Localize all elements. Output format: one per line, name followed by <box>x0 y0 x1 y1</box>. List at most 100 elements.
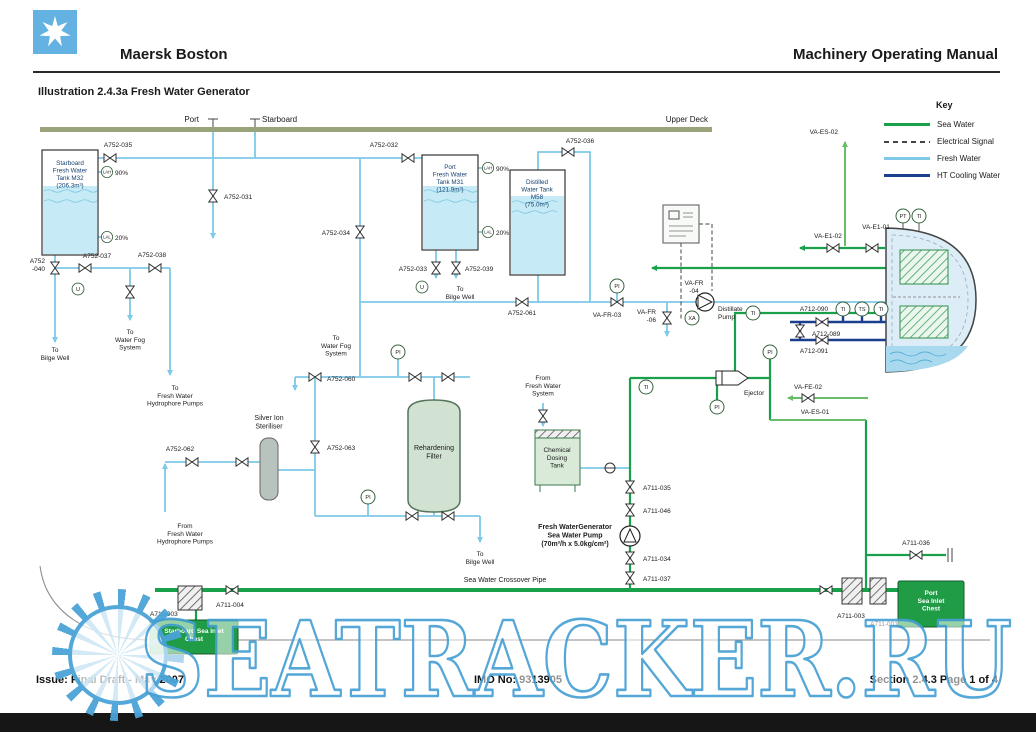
svg-text:U: U <box>76 287 80 293</box>
valve-a752-039 <box>451 261 461 275</box>
svg-text:TI: TI <box>879 307 884 313</box>
key-item-electrical: Electrical Signal <box>884 133 1000 150</box>
fwg-condenser-plates <box>899 249 949 285</box>
svg-text:LAH: LAH <box>103 170 111 175</box>
label-va-es-01: VA-ES-01 <box>801 409 830 416</box>
fresh-water-pipes <box>52 132 885 543</box>
instrument-pi: PI <box>709 399 725 415</box>
maersk-star-icon <box>39 16 71 47</box>
label-a712-089: A712-089 <box>812 331 841 338</box>
label-a711-034: A711-034 <box>643 556 671 563</box>
svg-text:LAL: LAL <box>484 230 492 235</box>
instrument-pi: PI <box>360 489 376 505</box>
valve-a711-046 <box>625 503 635 517</box>
svg-text:PI: PI <box>714 405 720 411</box>
valve-filter-inlet <box>408 372 422 382</box>
header-rule <box>33 71 1000 73</box>
label-a752-062: A752-062 <box>166 446 195 453</box>
valve-dosing-inlet <box>538 409 548 423</box>
manual-title: Machinery Operating Manual <box>792 46 998 63</box>
label-a711-003-stbd: A711-003 <box>150 611 178 618</box>
instrument-ti: TI <box>835 301 851 317</box>
valve-a711-037 <box>625 571 635 585</box>
starboard-label: Starboard <box>262 115 297 124</box>
bottom-bar <box>0 713 1036 732</box>
label-a752-031: A752-031 <box>224 194 253 201</box>
label-va-fr-03: VA-FR-03 <box>593 312 622 319</box>
svg-text:LAL: LAL <box>103 235 111 240</box>
instruments: PI PI PI PI PI TI TI TI TI TS PT TI XA U… <box>71 161 927 505</box>
label-va-fr-04: VA-FR-04 <box>684 280 703 295</box>
footer-imo: IMO No: 9313905 <box>473 674 563 686</box>
valve-a752-033 <box>431 261 441 275</box>
strainer-icon <box>869 577 887 605</box>
label-va-fr-06: VA-FR-06 <box>637 309 656 324</box>
sea-strainers <box>177 548 953 611</box>
valve-va-fe-02 <box>801 393 815 403</box>
label-90pct-stbd: 90% <box>115 170 128 177</box>
label-a712-090: A712-090 <box>800 306 829 313</box>
valve-a752-038 <box>148 263 162 273</box>
instrument-pi: PI <box>762 344 778 360</box>
control-panel <box>662 204 700 244</box>
label-a711-046: A711-046 <box>643 508 671 515</box>
label-va-e1-02: VA-E1-02 <box>814 233 842 240</box>
label-a711-001: A711-001 <box>870 621 898 628</box>
electrical-line-swatch <box>884 140 930 143</box>
instrument-lal: LAL <box>481 225 495 239</box>
key-item-ht-cooling: HT Cooling Water <box>884 167 1000 184</box>
svg-text:TI: TI <box>841 307 846 313</box>
strainer-icon <box>177 585 203 611</box>
label-a752-063: A752-063 <box>327 445 356 452</box>
svg-text:TI: TI <box>917 214 922 220</box>
label-a752-039: A752-039 <box>465 266 494 273</box>
sea-water-light-pipes <box>770 141 868 421</box>
svg-text:U: U <box>420 285 424 291</box>
label-a752-060: A752-060 <box>327 376 356 383</box>
label-a711-035: A711-035 <box>643 485 671 492</box>
instrument-ti: TI <box>745 305 761 321</box>
key-item-fresh-water: Fresh Water <box>884 150 1000 167</box>
label-va-e1-01: VA-E1-01 <box>862 224 890 231</box>
valve-filter-outlet-a <box>405 511 419 521</box>
ship-name: Maersk Boston <box>120 46 228 63</box>
valve-a752-062b <box>235 457 249 467</box>
label-20pct-port: 20% <box>496 230 509 237</box>
valve-va-e1-01 <box>865 243 879 253</box>
instrument-lah: LAH <box>101 165 113 179</box>
valve-a752-037 <box>78 263 92 273</box>
svg-text:PI: PI <box>395 350 401 356</box>
valve-fog-line <box>125 285 135 299</box>
valve-a752-036 <box>561 147 575 157</box>
instrument-u: U <box>415 280 429 294</box>
valve-a711-036 <box>909 550 923 560</box>
port-label: Port <box>184 115 199 124</box>
key-legend: Key Sea Water Electrical Signal Fresh Wa… <box>884 100 1000 184</box>
valve-a711-004 <box>225 585 239 595</box>
label-a711-037: A711-037 <box>643 576 671 583</box>
instrument-lah: LAH <box>481 161 495 175</box>
svg-text:PI: PI <box>365 495 371 501</box>
illustration-title: Illustration 2.4.3a Fresh Water Generato… <box>38 86 250 98</box>
svg-text:XA: XA <box>688 316 696 322</box>
